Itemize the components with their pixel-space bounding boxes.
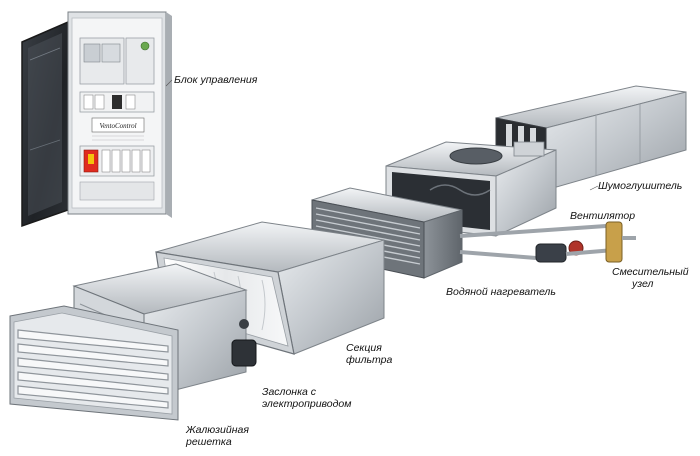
label-louver-line1: Жалюзийная bbox=[186, 424, 249, 436]
label-filter-line1: Секция bbox=[346, 342, 382, 354]
label-fan: Вентилятор bbox=[570, 210, 636, 222]
label-damper-line1: Заслонка с bbox=[262, 386, 317, 398]
louver-grille bbox=[9, 305, 179, 421]
brand-plate-text: VentoControl bbox=[99, 122, 136, 130]
label-mixing-unit-line2: узел bbox=[632, 278, 654, 290]
supply-pipe bbox=[459, 224, 607, 238]
label-silencer: Шумоглушитель bbox=[598, 180, 683, 192]
label-damper-line2: электроприводом bbox=[262, 398, 352, 410]
label-control-unit: Блок управления bbox=[174, 74, 258, 86]
valve-icon bbox=[605, 221, 623, 263]
actuator-icon bbox=[231, 339, 257, 367]
return-pipe bbox=[459, 250, 537, 260]
label-water-heater: Водяной нагреватель bbox=[446, 286, 556, 298]
label-louver-line2: решетка bbox=[186, 436, 232, 448]
label-mixing-unit-line1: Смесительный bbox=[612, 266, 689, 278]
fan-motor-icon bbox=[449, 147, 503, 165]
pump-icon bbox=[535, 243, 567, 263]
mixing-unit bbox=[535, 221, 636, 263]
control-cabinet: VentoControl bbox=[21, 11, 172, 228]
indicator-icon bbox=[140, 41, 150, 51]
label-filter-line2: фильтра bbox=[346, 354, 393, 366]
